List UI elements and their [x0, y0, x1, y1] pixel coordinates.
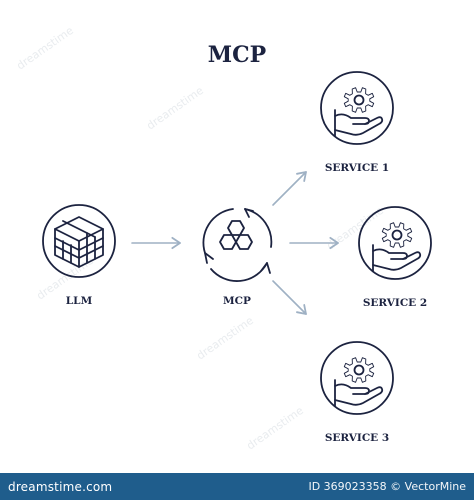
- arrow-mcp-to-service3: [272, 280, 307, 315]
- gear-hand-icon: [334, 356, 384, 407]
- footer-site: dreamstime.com: [8, 479, 113, 494]
- service2-node: SERVICE 2: [358, 206, 432, 309]
- service1-label: SERVICE 1: [325, 162, 389, 174]
- svg-text:dreamstime: dreamstime: [244, 404, 306, 453]
- gear-hand-icon: [334, 86, 384, 137]
- mcp-node: MCP: [202, 208, 273, 307]
- footer-credit: ID 369023358 © VectorMine: [308, 480, 466, 493]
- svg-text:dreamstime: dreamstime: [144, 84, 206, 133]
- diagram-title: MCP: [208, 42, 266, 68]
- arrow-mcp-to-service1: [272, 171, 307, 206]
- service1-ring: [320, 71, 394, 145]
- llm-label: LLM: [66, 295, 93, 307]
- service3-ring: [320, 341, 394, 415]
- cube-icon: [54, 216, 104, 268]
- service3-node: SERVICE 3: [320, 341, 394, 444]
- mcp-label: MCP: [223, 295, 251, 307]
- stock-footer-bar: dreamstime.com ID 369023358 © VectorMine: [0, 473, 474, 500]
- service1-node: SERVICE 1: [320, 71, 394, 174]
- llm-node: LLM: [42, 204, 116, 307]
- service3-label: SERVICE 3: [325, 432, 389, 444]
- svg-text:dreamstime: dreamstime: [14, 24, 76, 73]
- service2-label: SERVICE 2: [363, 297, 427, 309]
- svg-text:dreamstime: dreamstime: [194, 314, 256, 363]
- gear-hand-icon: [372, 221, 422, 272]
- service2-ring: [358, 206, 432, 280]
- watermark: dreamstime dreamstime dreamstime dreamst…: [14, 24, 386, 453]
- hexagon-cycle-icon: [202, 208, 273, 282]
- llm-node-ring: [42, 204, 116, 278]
